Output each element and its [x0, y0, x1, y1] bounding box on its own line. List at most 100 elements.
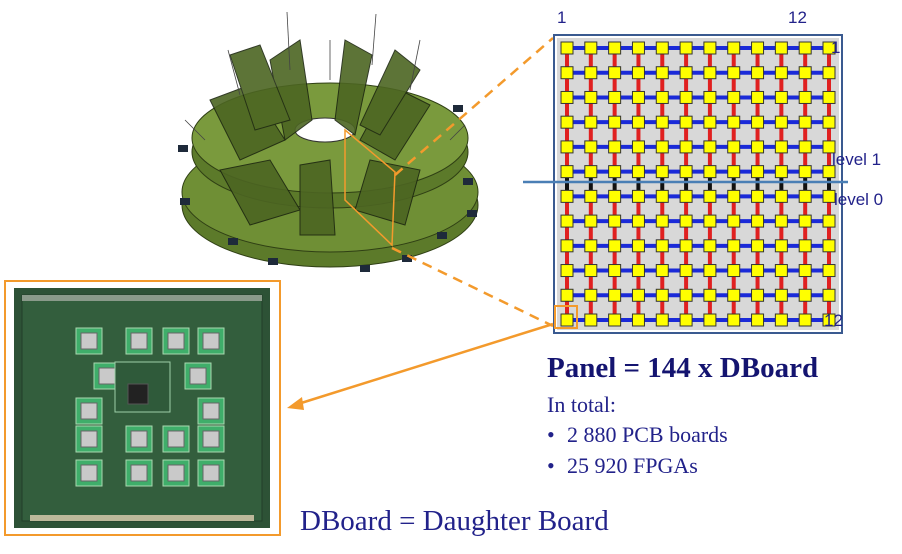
dboard-node	[798, 288, 812, 302]
dboard-node	[751, 189, 765, 203]
dboard-node	[822, 165, 836, 179]
callout-arrow	[297, 322, 554, 406]
dboard-node	[655, 140, 669, 154]
dboard-node	[774, 239, 788, 253]
dboard-node	[584, 41, 598, 55]
dboard-node	[631, 66, 645, 80]
dboard-node	[751, 115, 765, 129]
dboard-node	[798, 264, 812, 278]
dboard-node	[822, 214, 836, 228]
dboard-node	[560, 264, 574, 278]
panel-background	[557, 38, 839, 330]
dboard-node	[751, 41, 765, 55]
dboard-node	[584, 214, 598, 228]
dboard-node	[822, 288, 836, 302]
callout-line-bottom	[391, 246, 554, 328]
pcb-chip	[130, 464, 148, 482]
dboard-node	[679, 288, 693, 302]
dboard-node	[774, 66, 788, 80]
dboard-node	[798, 189, 812, 203]
dboard-node	[822, 90, 836, 104]
dboard-node	[631, 41, 645, 55]
dboard-node	[608, 140, 622, 154]
dboard-highlight	[554, 305, 578, 329]
pcb-chip	[202, 464, 220, 482]
dboard-node	[774, 90, 788, 104]
dboard-node	[584, 140, 598, 154]
dboard-node	[631, 165, 645, 179]
arrow-head	[287, 397, 304, 410]
dboard-node	[655, 90, 669, 104]
dboard-node	[679, 189, 693, 203]
pcb-top-connector	[22, 295, 262, 301]
dboard-node	[751, 214, 765, 228]
dboard-node	[584, 66, 598, 80]
dboard-node	[798, 90, 812, 104]
dboard-node	[774, 115, 788, 129]
dboard-node	[655, 288, 669, 302]
panel-title: Panel = 144 x DBoard	[547, 352, 819, 384]
dboard-node	[584, 288, 598, 302]
dboard-node	[679, 66, 693, 80]
dboard-node	[703, 165, 717, 179]
dboard-node	[584, 239, 598, 253]
dboard-node	[727, 41, 741, 55]
dboard-node	[560, 239, 574, 253]
dboard-node	[584, 264, 598, 278]
dboard-node	[822, 140, 836, 154]
dboard-node	[822, 239, 836, 253]
dboard-node	[822, 189, 836, 203]
grid-col-end-label: 12	[788, 8, 807, 27]
dboard-node	[679, 41, 693, 55]
dboard-node	[703, 313, 717, 327]
pcb-chip	[80, 430, 98, 448]
dboard-node	[679, 115, 693, 129]
dboard-node	[774, 288, 788, 302]
dboard-node	[703, 288, 717, 302]
dboard-node	[703, 90, 717, 104]
dboard-node	[703, 41, 717, 55]
dboard-node	[798, 239, 812, 253]
dboard-node	[751, 313, 765, 327]
dboard-node	[560, 313, 574, 327]
dboard-node	[655, 214, 669, 228]
dboard-node	[631, 264, 645, 278]
dboard-node	[822, 41, 836, 55]
callout-line-top	[394, 37, 554, 176]
dboard-node	[727, 165, 741, 179]
bullet-item-fpga: •25 920 FPGAs	[547, 453, 698, 479]
dboard-node	[560, 90, 574, 104]
dboard-node	[560, 41, 574, 55]
dboard-node	[679, 140, 693, 154]
dboard-node	[751, 239, 765, 253]
dboard-node	[798, 115, 812, 129]
dboard-node	[631, 115, 645, 129]
dboard-node	[608, 189, 622, 203]
dboard-node	[560, 165, 574, 179]
dboard-node	[608, 264, 622, 278]
dboard-node	[560, 214, 574, 228]
pcb-fpga-chip	[127, 383, 149, 405]
pcb-chip	[130, 332, 148, 350]
bullet-icon: •	[547, 422, 555, 447]
dboard-node	[679, 214, 693, 228]
pcb-chip-pad	[162, 327, 190, 355]
dboard-node	[798, 214, 812, 228]
grid-col-start-label: 1	[557, 8, 567, 27]
pcb-chip	[202, 332, 220, 350]
pcb-chip	[202, 430, 220, 448]
level-upper-label: level 1	[832, 150, 882, 169]
dboard-node	[631, 214, 645, 228]
dboard-node	[798, 165, 812, 179]
dboard-node	[727, 66, 741, 80]
pcb-chip	[167, 332, 185, 350]
dboard-node	[727, 239, 741, 253]
dboard-node	[822, 115, 836, 129]
panel-grid	[553, 34, 843, 334]
dboard-node	[774, 313, 788, 327]
pcb-bottom-connector	[30, 515, 254, 521]
dboard-node	[560, 115, 574, 129]
dboard-node	[727, 90, 741, 104]
grid-row-end-label: 12	[824, 311, 843, 330]
dboard-node	[679, 165, 693, 179]
